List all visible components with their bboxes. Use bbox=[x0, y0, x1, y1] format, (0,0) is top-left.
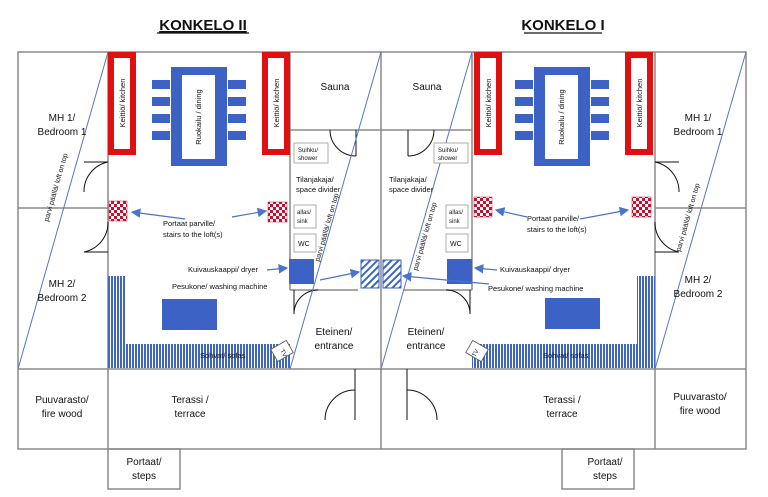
label-entrance-left: Eteinen/ bbox=[316, 327, 353, 338]
stairs-left-a bbox=[108, 200, 128, 222]
svg-text:allas/: allas/ bbox=[297, 210, 311, 216]
label-stairs-right-2: stairs to the loft(s) bbox=[527, 225, 587, 234]
svg-text:TV: TV bbox=[472, 349, 481, 359]
label-sauna-right: Sauna bbox=[413, 82, 442, 93]
svg-text:sink: sink bbox=[449, 219, 461, 225]
svg-text:Keittiö/ kitchen: Keittiö/ kitchen bbox=[118, 79, 127, 128]
label-steps-left: Portaat/ bbox=[126, 457, 161, 468]
svg-text:TV: TV bbox=[278, 349, 287, 359]
kitchen-left-b: Keittiö/ kitchen bbox=[262, 52, 290, 155]
label-sofas-right: Sohvat/ sofas bbox=[543, 351, 589, 360]
label-terrace-right: Terassi / bbox=[543, 395, 580, 406]
svg-text:Keittiö/ kitchen: Keittiö/ kitchen bbox=[635, 79, 644, 128]
label-bedroom2-left: MH 2/ bbox=[49, 279, 76, 290]
label-bedroom2-left-2: Bedroom 2 bbox=[38, 293, 87, 304]
label-loft-left-bath: parvi päällä/ loft on top bbox=[314, 193, 340, 263]
label-dryer-left: Kuivauskaappi/ dryer bbox=[188, 265, 259, 274]
label-dryer-right: Kuivauskaappi/ dryer bbox=[500, 265, 571, 274]
tv-right: TV bbox=[465, 339, 489, 363]
stairs-right-a bbox=[473, 196, 493, 218]
dryer-left bbox=[289, 259, 314, 284]
svg-text:Ruokailu / dining: Ruokailu / dining bbox=[194, 89, 203, 144]
loft-diagonals bbox=[17, 51, 747, 370]
shower-left: Suihku/ shower bbox=[293, 142, 329, 164]
svg-text:allas/: allas/ bbox=[449, 210, 463, 216]
svg-text:shower: shower bbox=[298, 156, 317, 162]
label-bedroom2-right-2: Bedroom 2 bbox=[674, 289, 723, 300]
label-loft-right-bedroom: parvi päällä/ loft on top bbox=[675, 183, 701, 253]
label-terrace-right-2: terrace bbox=[546, 409, 578, 420]
kitchen-right-b: Keittiö/ kitchen bbox=[625, 52, 653, 155]
label-firewood-right: Puuvarasto/ bbox=[673, 392, 727, 403]
coffee-table-right bbox=[545, 298, 600, 329]
svg-text:shower: shower bbox=[438, 156, 457, 162]
svg-text:WC: WC bbox=[450, 241, 462, 248]
label-bedroom2-right: MH 2/ bbox=[685, 275, 712, 286]
svg-text:WC: WC bbox=[298, 241, 310, 248]
dining-table-left: Ruokailu / dining bbox=[152, 67, 246, 166]
tv-left: TV bbox=[270, 339, 294, 363]
annotation-labels: Tilanjakaja/ space divider Tilanjakaja/ … bbox=[163, 175, 589, 360]
stairs-right-b bbox=[631, 196, 652, 218]
label-terrace-left: Terassi / bbox=[171, 395, 208, 406]
label-sauna-left: Sauna bbox=[321, 82, 350, 93]
room-labels: MH 1/ Bedroom 1 MH 2/ Bedroom 2 MH 1/ Be… bbox=[35, 82, 727, 482]
stairs-left-b bbox=[267, 201, 288, 223]
label-entrance-right-2: entrance bbox=[407, 341, 446, 352]
dryer-right bbox=[447, 259, 472, 284]
label-washer-right: Pesukone/ washing machine bbox=[488, 284, 583, 293]
washer-right bbox=[382, 259, 402, 289]
label-divider-left-2: space divider bbox=[296, 185, 341, 194]
label-firewood-left: Puuvarasto/ bbox=[35, 395, 89, 406]
title-konkelo-i: KONKELO I bbox=[521, 17, 604, 34]
label-steps-right-2: steps bbox=[593, 471, 617, 482]
loft-labels: parvi päällä/ loft on top parvi päällä/ … bbox=[43, 153, 701, 272]
label-terrace-left-2: terrace bbox=[174, 409, 206, 420]
label-entrance-left-2: entrance bbox=[315, 341, 354, 352]
wc-right: WC bbox=[445, 233, 469, 253]
label-entrance-right: Eteinen/ bbox=[408, 327, 445, 338]
sofa-left bbox=[108, 276, 290, 368]
label-washer-left: Pesukone/ washing machine bbox=[172, 282, 267, 291]
label-sofas-left: Sohvat/ sofas bbox=[200, 351, 246, 360]
svg-text:Suihku/: Suihku/ bbox=[298, 148, 318, 154]
label-divider-left: Tilanjakaja/ bbox=[296, 175, 335, 184]
label-stairs-right: Portaat parville/ bbox=[527, 214, 580, 223]
label-firewood-right-2: fire wood bbox=[680, 406, 721, 417]
label-bedroom1-left-2: Bedroom 1 bbox=[38, 127, 87, 138]
label-steps-left-2: steps bbox=[132, 471, 156, 482]
doors bbox=[83, 129, 680, 421]
kitchen-left-a: Keittiö/ kitchen bbox=[108, 52, 136, 155]
label-divider-right-2: space divider bbox=[389, 185, 434, 194]
sink-right: allas/ sink bbox=[445, 204, 469, 229]
label-firewood-left-2: fire wood bbox=[42, 409, 83, 420]
washer-left bbox=[360, 259, 380, 289]
shower-right: Suihku/ shower bbox=[433, 142, 469, 164]
sofa-right bbox=[472, 276, 655, 368]
label-stairs-left: Portaat parville/ bbox=[163, 219, 216, 228]
svg-text:Suihku/: Suihku/ bbox=[438, 148, 458, 154]
title-konkelo-ii: KONKELO II bbox=[159, 17, 247, 34]
svg-text:Keittiö/ kitchen: Keittiö/ kitchen bbox=[272, 79, 281, 128]
label-stairs-left-2: stairs to the loft(s) bbox=[163, 230, 223, 239]
label-bedroom1-right: MH 1/ bbox=[685, 113, 712, 124]
label-loft-left-bedroom: parvi päällä/ loft on top bbox=[43, 153, 69, 223]
dining-table-right: Ruokailu / dining bbox=[515, 67, 609, 166]
label-divider-right: Tilanjakaja/ bbox=[389, 175, 428, 184]
label-bedroom1-left: MH 1/ bbox=[49, 113, 76, 124]
svg-text:Ruokailu / dining: Ruokailu / dining bbox=[557, 89, 566, 144]
arrows bbox=[130, 206, 630, 285]
label-steps-right: Portaat/ bbox=[587, 457, 622, 468]
label-bedroom1-right-2: Bedroom 1 bbox=[674, 127, 723, 138]
coffee-table-left bbox=[162, 299, 217, 330]
svg-text:sink: sink bbox=[297, 219, 309, 225]
sink-left: allas/ sink bbox=[293, 204, 317, 229]
kitchen-right-a: Keittiö/ kitchen bbox=[474, 52, 502, 155]
wc-left: WC bbox=[293, 233, 317, 253]
svg-text:Keittiö/ kitchen: Keittiö/ kitchen bbox=[484, 79, 493, 128]
